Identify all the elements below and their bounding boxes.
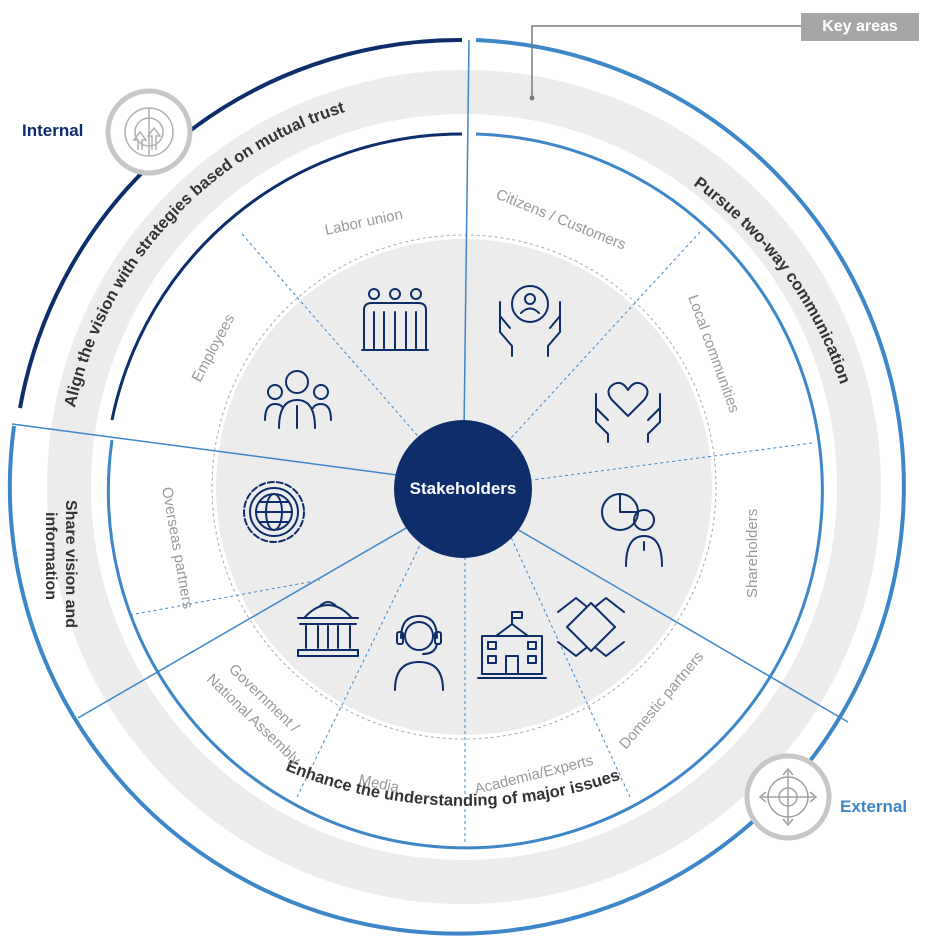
sector-dividers — [129, 231, 813, 842]
team-people-icon — [264, 370, 332, 429]
external-label: External — [840, 797, 908, 816]
group-of-people-icon — [361, 288, 429, 351]
divider-bottom-right — [509, 524, 849, 723]
center-label: Stakeholders — [409, 479, 517, 498]
key-area-share-line1: Share vision and — [62, 500, 79, 628]
key-areas-badge: Key areas — [801, 13, 919, 41]
icon-disk-dashed — [211, 234, 717, 740]
key-area-divider-ring — [39, 62, 889, 912]
divider-bottom-left — [77, 519, 421, 719]
hands-holding-person-icon — [499, 285, 561, 357]
key-areas-callout — [531, 25, 801, 98]
key-area-band — [47, 70, 881, 904]
headset-person-icon — [394, 615, 444, 691]
joined-hands-icon — [557, 597, 625, 657]
school-building-icon — [477, 611, 547, 679]
compass-target-icon — [744, 753, 832, 841]
government-building-icon — [297, 601, 359, 657]
hands-holding-heart-icon — [595, 381, 661, 443]
internal-label: Internal — [22, 121, 84, 140]
radar-arrows-icon — [105, 88, 193, 176]
external-inner-arc — [106, 132, 824, 850]
center-circle — [394, 420, 532, 558]
external-outer-arc — [7, 38, 906, 936]
globe-gear-icon — [243, 481, 305, 543]
divider-left — [11, 423, 421, 479]
divider-top — [463, 39, 470, 431]
key-area-share-line2: information — [42, 512, 59, 600]
internal-inner-arc — [110, 132, 463, 421]
person-with-pie-chart-icon — [601, 493, 663, 567]
label-shareholders: Shareholders — [744, 509, 761, 598]
